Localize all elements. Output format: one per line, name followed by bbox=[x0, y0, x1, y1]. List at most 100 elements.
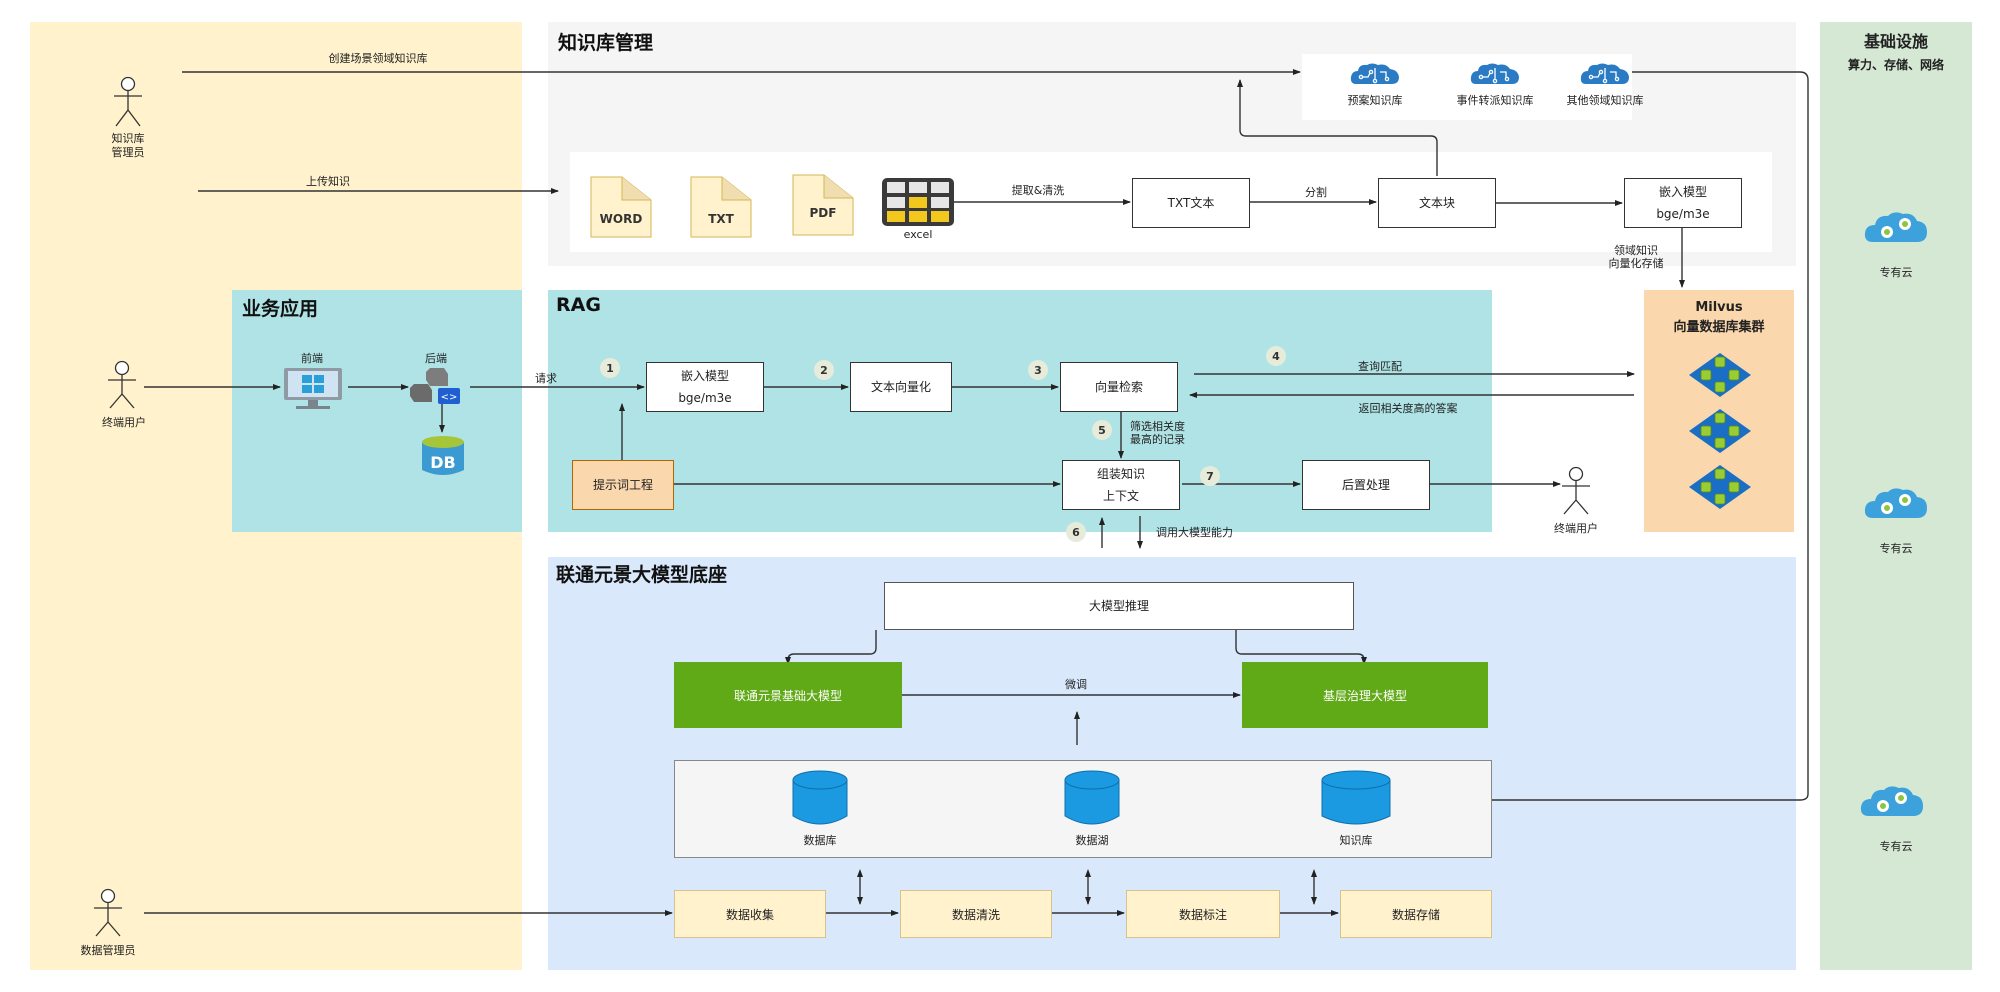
edge-label-upload: 上传知识 bbox=[306, 175, 350, 188]
step-badge-5: 5 bbox=[1092, 420, 1112, 440]
post-processing-box[interactable]: 后置处理 bbox=[1302, 460, 1430, 510]
milvus-node-icon[interactable] bbox=[1688, 352, 1752, 398]
milvus-node-icon[interactable] bbox=[1688, 408, 1752, 454]
model-base-title: 联通元景大模型底座 bbox=[556, 564, 728, 586]
svg-text:<>: <> bbox=[441, 392, 458, 403]
business-app-title: 业务应用 bbox=[242, 298, 319, 320]
store-database[interactable]: 数据库 bbox=[780, 770, 860, 850]
pipeline-clean-box[interactable]: 数据清洗 bbox=[900, 890, 1052, 938]
kb-item-dispatch[interactable]: 事件转派知识库 bbox=[1440, 58, 1550, 114]
prompt-engineering-box[interactable]: 提示词工程 bbox=[572, 460, 674, 510]
document-icon bbox=[792, 174, 854, 236]
vector-search-box[interactable]: 向量检索 bbox=[1060, 362, 1178, 412]
spreadsheet-icon bbox=[882, 178, 954, 226]
edge-label-query-match: 查询匹配 bbox=[1358, 360, 1402, 373]
store-label: 知识库 bbox=[1339, 834, 1373, 847]
edge-label-return-answer: 返回相关度高的答案 bbox=[1358, 402, 1458, 415]
box-label: TXT文本 bbox=[1167, 196, 1215, 210]
cloud-label: 专有云 bbox=[1879, 542, 1913, 555]
data-admin-label: 数据管理员 bbox=[80, 944, 136, 957]
end-user-label: 终端用户 bbox=[102, 416, 146, 429]
infrastructure-title: 基础设施 bbox=[1863, 32, 1929, 51]
monitor-windows-icon[interactable] bbox=[282, 368, 344, 410]
file-pdf[interactable]: PDF bbox=[792, 174, 854, 236]
step-badge-7: 7 bbox=[1200, 466, 1220, 486]
cloud-gear-icon bbox=[1860, 786, 1923, 816]
step-badge-6: 6 bbox=[1066, 522, 1086, 542]
private-cloud-3[interactable]: 专有云 bbox=[1852, 784, 1932, 858]
file-excel[interactable]: excel bbox=[880, 178, 956, 248]
box-label: 后置处理 bbox=[1341, 478, 1390, 492]
box-label: 向量检索 bbox=[1094, 380, 1143, 394]
box-sublabel: bge/m3e bbox=[678, 391, 732, 405]
cloud-gear-icon bbox=[1864, 488, 1927, 518]
text-chunk-box[interactable]: 文本块 bbox=[1378, 178, 1496, 228]
edge-label-extract: 提取&清洗 bbox=[1011, 184, 1065, 197]
store-knowledge-base[interactable]: 知识库 bbox=[1316, 770, 1396, 850]
cylinder-database-icon bbox=[792, 770, 848, 825]
data-admin-actor-icon bbox=[94, 888, 122, 937]
step-badge-4: 4 bbox=[1266, 346, 1286, 366]
output-end-user-label: 终端用户 bbox=[1554, 522, 1598, 535]
box-sublabel: bge/m3e bbox=[1656, 207, 1710, 221]
text-vectorize-box[interactable]: 文本向量化 bbox=[850, 362, 952, 412]
store-label: 数据库 bbox=[803, 834, 837, 847]
km-embedding-model-box[interactable]: 嵌入模型 bge/m3e bbox=[1624, 178, 1742, 228]
file-txt[interactable]: TXT bbox=[690, 176, 752, 238]
cylinder-database-icon bbox=[1321, 770, 1391, 825]
database-db-icon[interactable]: DB bbox=[420, 434, 466, 478]
kb-item-label: 其他领域知识库 bbox=[1566, 94, 1644, 107]
txt-text-box[interactable]: TXT文本 bbox=[1132, 178, 1250, 228]
store-label: 数据湖 bbox=[1075, 834, 1109, 847]
private-cloud-1[interactable]: 专有云 bbox=[1856, 210, 1936, 284]
backend-server-icon[interactable]: <> bbox=[408, 366, 474, 406]
kb-item-label: 事件转派知识库 bbox=[1456, 94, 1534, 107]
edge-label-create-kb: 创建场景领域知识库 bbox=[328, 52, 428, 65]
milvus-title: Milvus 向量数据库集群 bbox=[1673, 298, 1764, 338]
box-label: 数据标注 bbox=[1178, 907, 1227, 922]
file-type-label: PDF bbox=[809, 206, 837, 220]
assemble-context-box[interactable]: 组装知识 上下文 bbox=[1062, 460, 1180, 510]
store-data-lake[interactable]: 数据湖 bbox=[1052, 770, 1132, 850]
box-label: 基层治理大模型 bbox=[1322, 688, 1407, 703]
pipeline-label-box[interactable]: 数据标注 bbox=[1126, 890, 1280, 938]
file-type-label: excel bbox=[903, 228, 933, 241]
llm-inference-box[interactable]: 大模型推理 bbox=[884, 582, 1354, 630]
kb-item-label: 预案知识库 bbox=[1347, 94, 1403, 107]
box-label: 联通元景基础大模型 bbox=[733, 688, 842, 703]
step-badge-2: 2 bbox=[814, 360, 834, 380]
rag-title: RAG bbox=[556, 294, 601, 316]
infrastructure-subtitle: 算力、存储、网络 bbox=[1847, 58, 1945, 72]
backend-label: 后端 bbox=[425, 352, 447, 365]
pipeline-store-box[interactable]: 数据存储 bbox=[1340, 890, 1492, 938]
base-model-box[interactable]: 联通元景基础大模型 bbox=[674, 662, 902, 728]
kb-item-plan[interactable]: 预案知识库 bbox=[1330, 58, 1420, 114]
file-word[interactable]: WORD bbox=[590, 176, 652, 238]
box-label: 嵌入模型 bbox=[680, 369, 729, 383]
cloud-gear-icon bbox=[1864, 212, 1927, 242]
box-label: 提示词工程 bbox=[592, 478, 653, 492]
file-type-label: WORD bbox=[599, 212, 643, 226]
kb-admin-actor-icon bbox=[114, 76, 142, 127]
pipeline-collect-box[interactable]: 数据收集 bbox=[674, 890, 826, 938]
rag-embedding-model-box[interactable]: 嵌入模型 bge/m3e bbox=[646, 362, 764, 412]
frontend-label: 前端 bbox=[301, 352, 323, 365]
private-cloud-2[interactable]: 专有云 bbox=[1856, 486, 1936, 560]
box-label: 嵌入模型 bbox=[1658, 185, 1707, 199]
box-label: 文本向量化 bbox=[870, 380, 931, 394]
milvus-node-icon[interactable] bbox=[1688, 464, 1752, 510]
kb-item-other[interactable]: 其他领域知识库 bbox=[1550, 58, 1660, 114]
cloud-label: 专有云 bbox=[1879, 266, 1913, 279]
box-label: 数据清洗 bbox=[951, 907, 1000, 922]
cloud-label: 专有云 bbox=[1879, 840, 1913, 853]
document-icon bbox=[590, 176, 652, 238]
edge-label-request: 请求 bbox=[535, 372, 557, 385]
box-sublabel: 上下文 bbox=[1102, 489, 1139, 503]
business-app-zone bbox=[232, 290, 522, 532]
document-icon bbox=[690, 176, 752, 238]
governance-model-box[interactable]: 基层治理大模型 bbox=[1242, 662, 1488, 728]
cylinder-database-icon bbox=[1064, 770, 1120, 825]
db-text: DB bbox=[430, 453, 455, 472]
edge-label-call-llm: 调用大模型能力 bbox=[1156, 526, 1233, 539]
file-type-label: TXT bbox=[708, 212, 734, 226]
